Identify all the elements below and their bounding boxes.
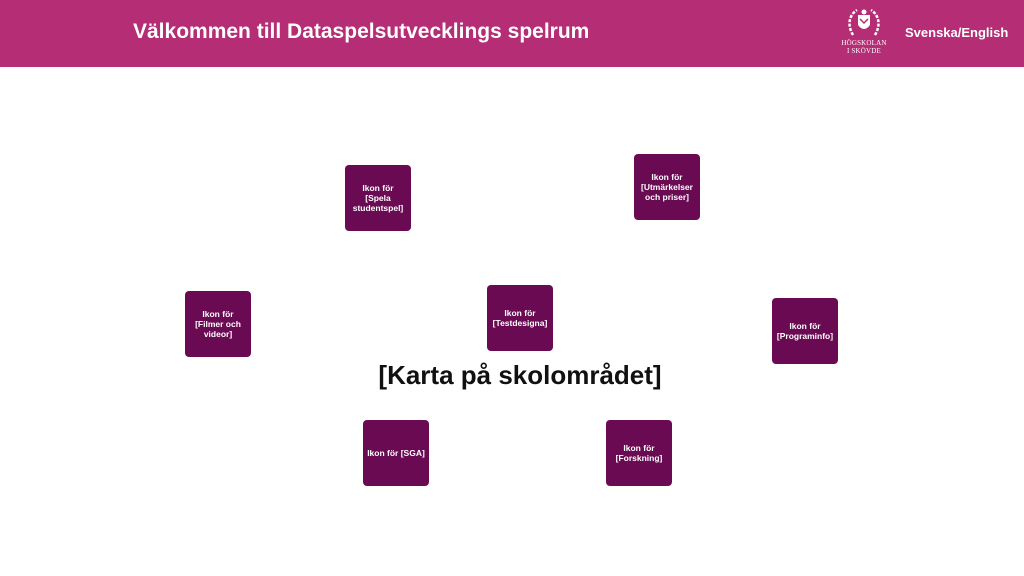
tile-testdesigna[interactable]: Ikon för [Testdesigna] [487,285,553,351]
tile-utmarkelser-och-priser[interactable]: Ikon för [Utmärkelser och priser] [634,154,700,220]
tile-sga[interactable]: Ikon för [SGA] [363,420,429,486]
campus-map-placeholder: [Karta på skolområdet] [378,360,662,390]
header-bar: Välkommen till Dataspelsutvecklings spel… [0,0,1024,67]
tile-programinfo[interactable]: Ikon för [Programinfo] [772,298,838,364]
tile-spela-studentspel[interactable]: Ikon för [Spela studentspel] [345,165,411,231]
tile-forskning[interactable]: Ikon för [Forskning] [606,420,672,486]
language-toggle[interactable]: Svenska/English [905,25,1009,40]
tile-filmer-och-videor[interactable]: Ikon för [Filmer och videor] [185,291,251,357]
page-title: Välkommen till Dataspelsutvecklings spel… [133,20,590,43]
crest-icon [848,8,880,36]
